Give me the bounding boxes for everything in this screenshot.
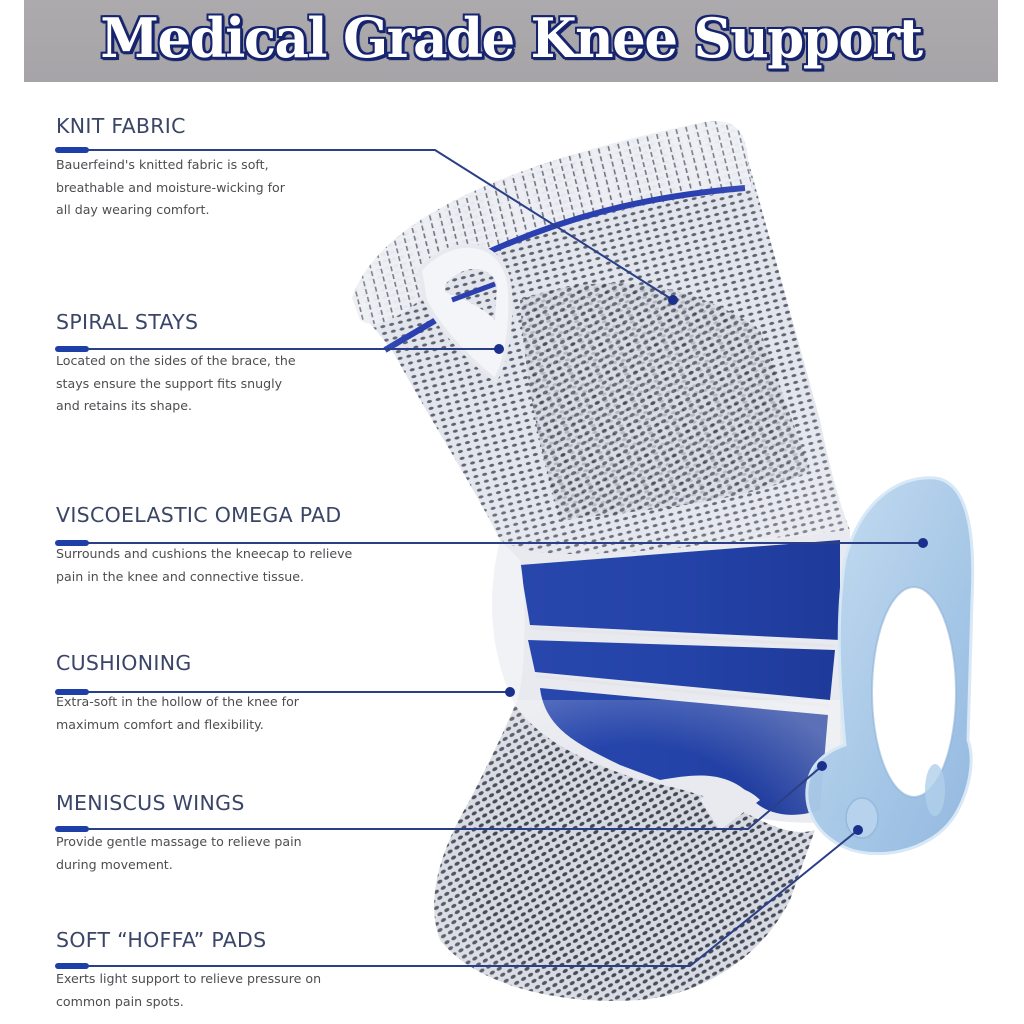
leader-line-hoffa-pads	[56, 829, 859, 967]
callout-dot-cushioning	[505, 687, 515, 697]
page-title: Medical Grade Knee Support	[100, 6, 923, 70]
callout-dot-omega-pad	[918, 538, 928, 548]
feature-description: Exerts light support to relieve pressure…	[56, 971, 322, 1009]
callout-dot-knit-fabric	[668, 295, 678, 305]
feature-description: Provide gentle massage to relieve pain d…	[56, 834, 302, 872]
callout-dot-hoffa-pads	[853, 825, 863, 835]
feature-omega-pad: VISCOELASTIC OMEGA PAD Surrounds and cus…	[56, 503, 396, 588]
feature-spiral-stays: SPIRAL STAYS Located on the sides of the…	[56, 310, 396, 418]
callout-dot-spiral-stays	[494, 344, 504, 354]
brace-lower-section	[420, 700, 840, 1020]
feature-title: KNIT FABRIC	[56, 114, 186, 138]
feature-description: Located on the sides of the brace, the s…	[56, 353, 296, 413]
brace-upper-section	[340, 110, 860, 561]
feature-title: SOFT “HOFFA” PADS	[56, 928, 267, 952]
feature-title: MENISCUS WINGS	[56, 791, 245, 815]
callout-dot-meniscus-wings	[817, 761, 827, 771]
feature-knit-fabric: KNIT FABRIC Bauerfeind's knitted fabric …	[56, 114, 396, 222]
omega-pad-illustration	[805, 476, 975, 856]
leader-accents	[55, 147, 89, 969]
leader-line-knit-fabric	[56, 149, 674, 301]
title-banner: Medical Grade Knee Support	[24, 0, 998, 82]
leader-lines	[56, 149, 923, 967]
leader-line-meniscus-wings	[56, 765, 823, 830]
feature-title: CUSHIONING	[56, 651, 192, 675]
feature-description: Surrounds and cushions the kneecap to re…	[56, 546, 353, 584]
feature-hoffa-pads: SOFT “HOFFA” PADS Exerts light support t…	[56, 928, 396, 1013]
feature-meniscus-wings: MENISCUS WINGS Provide gentle massage to…	[56, 791, 396, 876]
feature-title: SPIRAL STAYS	[56, 310, 199, 334]
callout-dots	[494, 295, 928, 835]
feature-title: VISCOELASTIC OMEGA PAD	[56, 503, 342, 527]
feature-description: Extra-soft in the hollow of the knee for…	[56, 694, 299, 732]
feature-description: Bauerfeind's knitted fabric is soft, bre…	[56, 157, 285, 217]
feature-cushioning: CUSHIONING Extra-soft in the hollow of t…	[56, 651, 396, 736]
